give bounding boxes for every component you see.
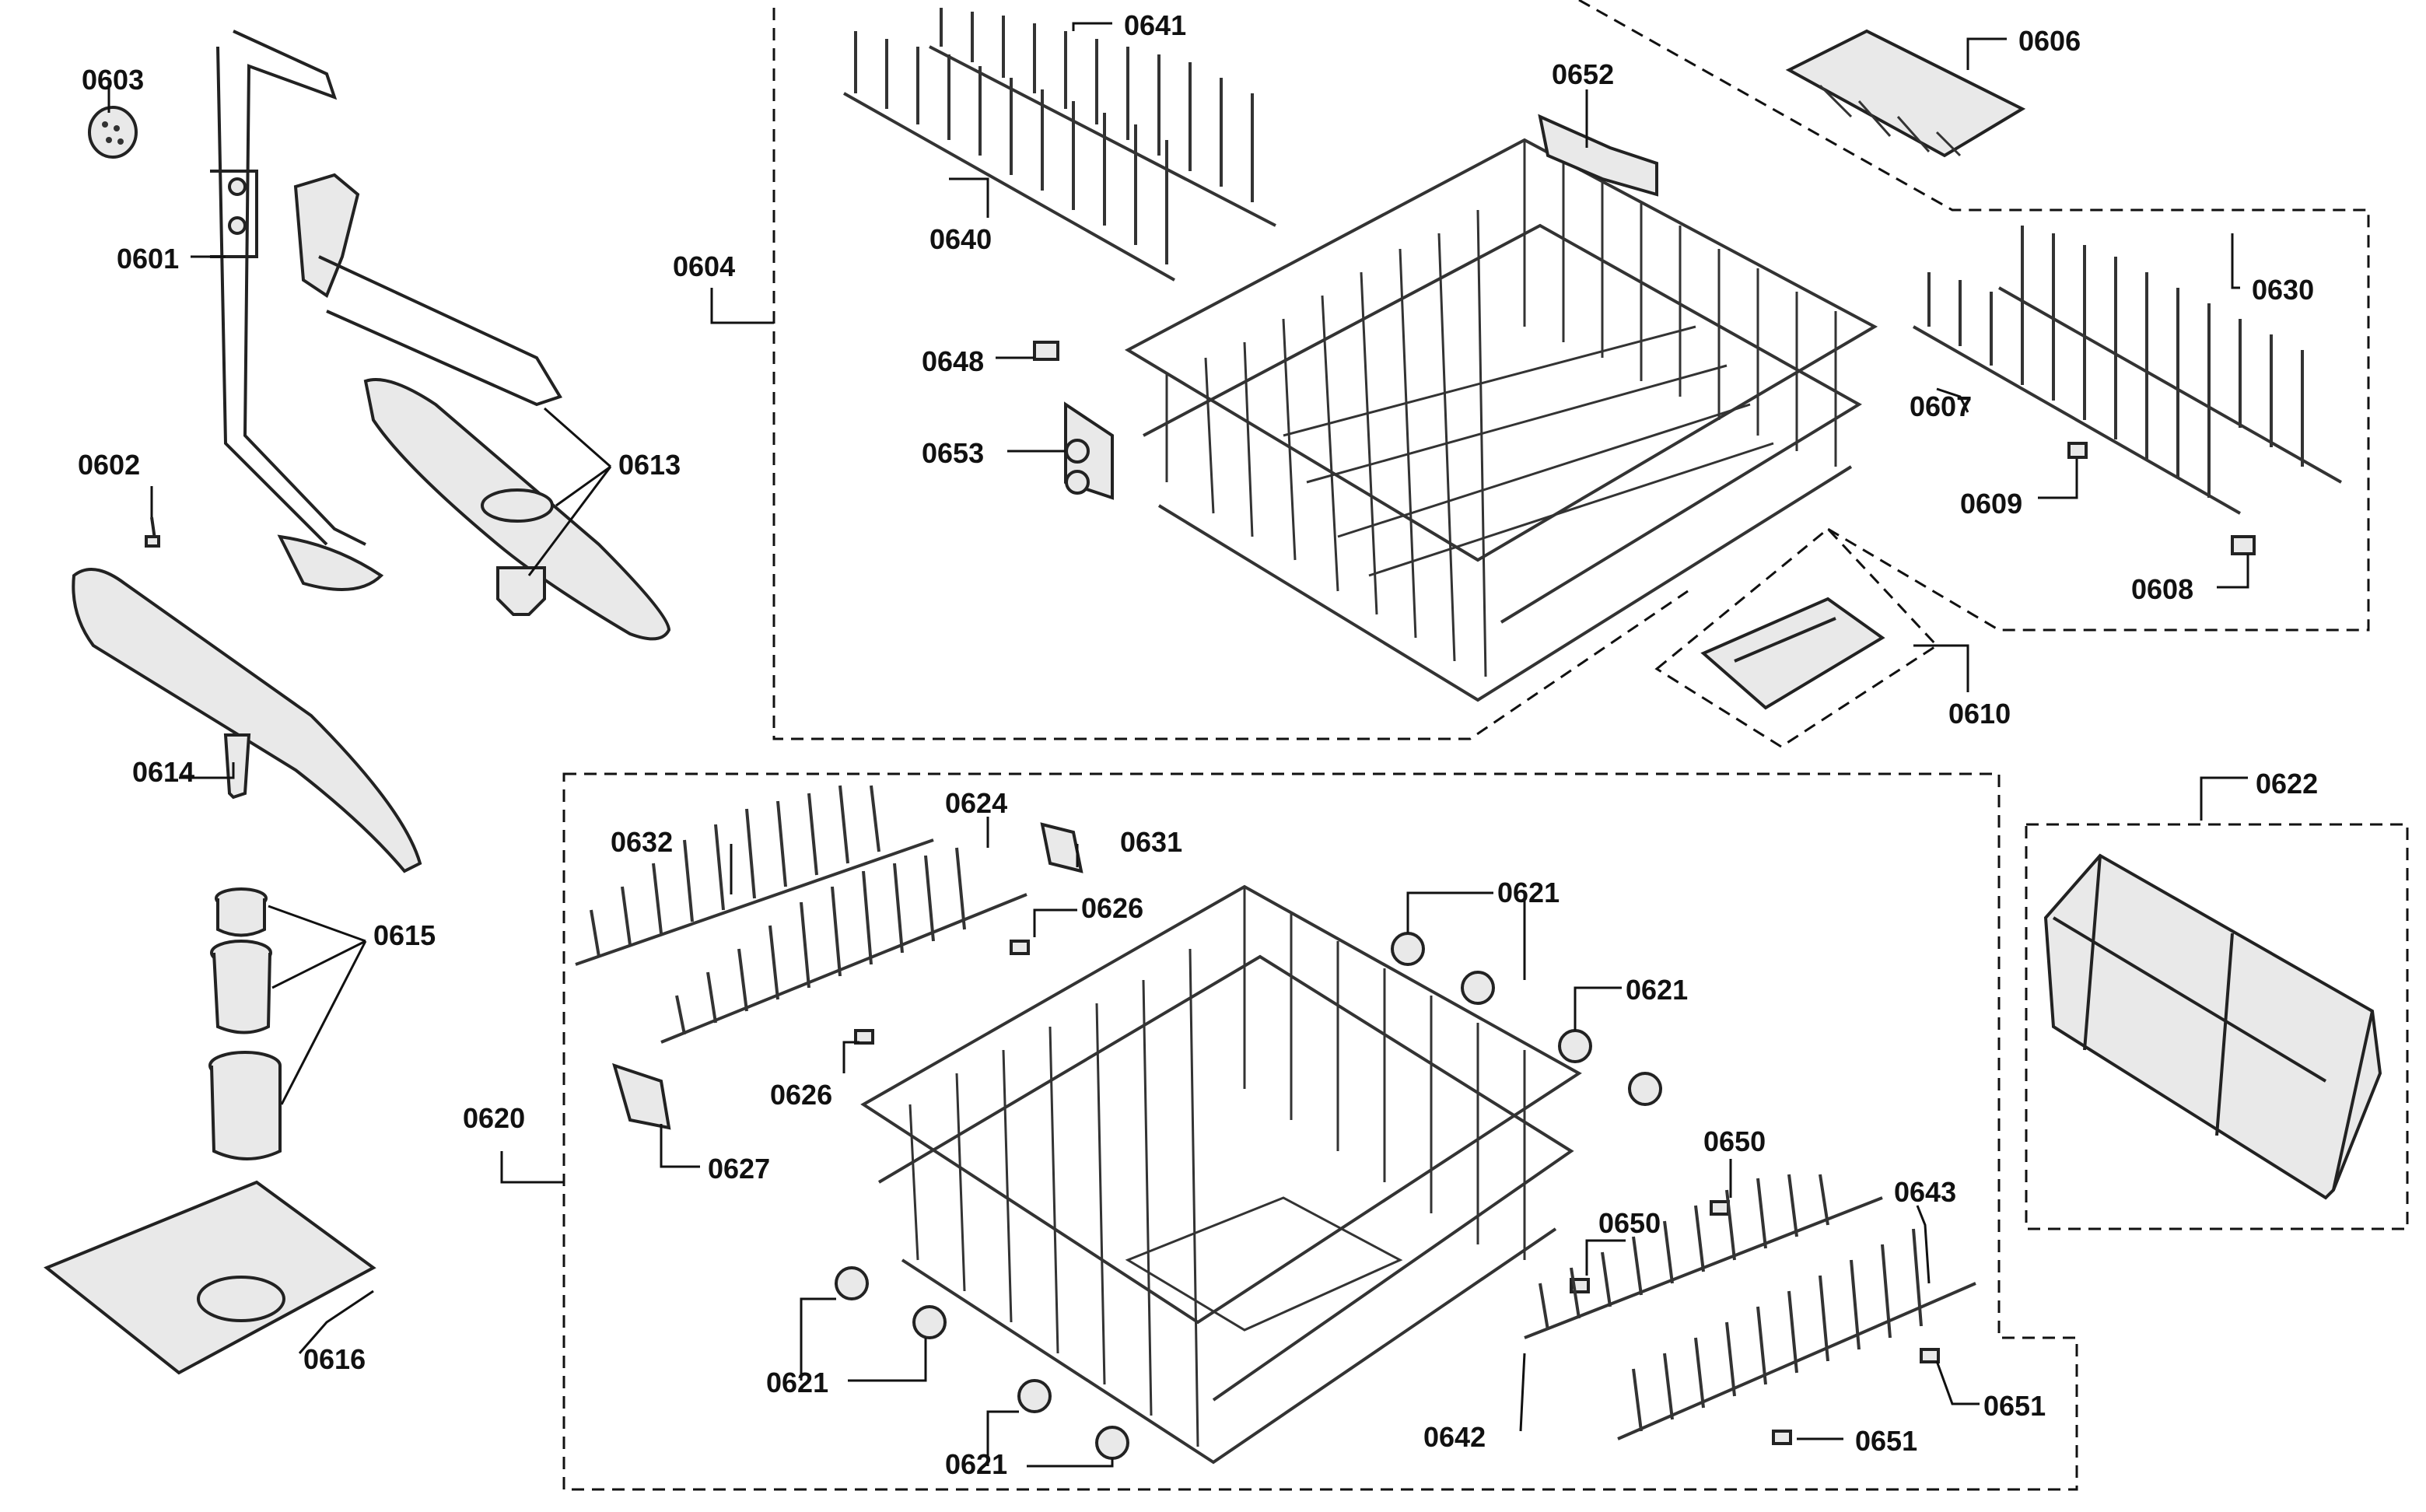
part-0609-clip bbox=[2067, 442, 2088, 459]
group-outline-0622 bbox=[2025, 823, 2409, 1230]
label-0606: 0606 bbox=[2018, 25, 2081, 57]
group-outline-0604 bbox=[772, 0, 2370, 740]
part-0632-tine-row bbox=[575, 785, 934, 966]
label-0632: 0632 bbox=[611, 826, 673, 858]
part-0615-filters bbox=[208, 887, 282, 1160]
label-0610: 0610 bbox=[1948, 698, 2011, 730]
part-0622-silverware-basket bbox=[2043, 853, 2382, 1200]
label-0627: 0627 bbox=[708, 1153, 770, 1185]
label-0641: 0641 bbox=[1124, 9, 1186, 41]
label-0650-a: 0650 bbox=[1703, 1125, 1766, 1157]
label-0604: 0604 bbox=[673, 250, 735, 282]
group-outline-0610 bbox=[1654, 527, 1939, 748]
part-0624-tine-row bbox=[660, 847, 1027, 1044]
label-0624: 0624 bbox=[945, 787, 1007, 819]
label-0621-d: 0621 bbox=[945, 1448, 1007, 1480]
part-0608-clip bbox=[2231, 535, 2256, 555]
label-0614: 0614 bbox=[132, 756, 194, 788]
part-0640-tine-row bbox=[843, 31, 1175, 282]
label-0601: 0601 bbox=[117, 243, 179, 275]
label-0643: 0643 bbox=[1894, 1176, 1956, 1208]
part-0648-clip bbox=[1033, 341, 1059, 361]
part-0631-clip bbox=[1040, 822, 1083, 873]
part-labels: 0603 0601 0602 0604 0641 0640 0648 0653 … bbox=[78, 9, 2318, 1480]
part-0616-base-plate bbox=[44, 1180, 376, 1375]
label-0651-a: 0651 bbox=[1983, 1390, 2046, 1422]
part-0610-handle bbox=[1700, 597, 1885, 710]
part-0626-clip-a bbox=[1010, 940, 1030, 955]
label-0651-b: 0651 bbox=[1855, 1425, 1917, 1457]
label-0631: 0631 bbox=[1120, 826, 1182, 858]
part-0607-tine-row bbox=[1913, 272, 2241, 515]
label-0622: 0622 bbox=[2256, 768, 2318, 800]
label-0613: 0613 bbox=[618, 449, 681, 481]
part-0603-cap bbox=[88, 106, 138, 159]
label-0603: 0603 bbox=[82, 64, 144, 96]
part-0626-clip-b bbox=[854, 1029, 874, 1045]
label-0630: 0630 bbox=[2252, 274, 2314, 306]
label-0626-b: 0626 bbox=[770, 1079, 832, 1111]
part-0621-wheels bbox=[835, 932, 1662, 1460]
part-0652-bracket bbox=[1538, 114, 1658, 197]
label-0650-b: 0650 bbox=[1598, 1207, 1661, 1239]
part-0602-screw bbox=[145, 516, 160, 548]
label-0621-b: 0621 bbox=[1626, 974, 1688, 1006]
part-0606-cup-shelf bbox=[1785, 29, 2026, 158]
label-0642: 0642 bbox=[1423, 1421, 1486, 1453]
label-0626-a: 0626 bbox=[1081, 892, 1143, 924]
part-0601-supply-pipe bbox=[210, 30, 384, 591]
label-0652: 0652 bbox=[1552, 58, 1614, 90]
leader-lines bbox=[107, 22, 2249, 1468]
part-0613-spray-arm-upper bbox=[293, 173, 671, 641]
group-outline-0620 bbox=[562, 772, 2078, 1491]
label-0648: 0648 bbox=[922, 345, 984, 377]
label-0621-c: 0621 bbox=[766, 1367, 828, 1398]
label-0653: 0653 bbox=[922, 437, 984, 469]
label-0621-a: 0621 bbox=[1497, 877, 1560, 908]
label-0616: 0616 bbox=[303, 1343, 366, 1375]
part-0642-tine-row bbox=[1524, 1174, 1883, 1339]
part-0630-tine-row bbox=[1998, 226, 2342, 484]
label-0615: 0615 bbox=[373, 919, 436, 951]
label-0640: 0640 bbox=[929, 223, 992, 255]
part-0614-spray-arm-lower bbox=[72, 568, 422, 873]
label-0620: 0620 bbox=[463, 1102, 525, 1134]
part-0653-adjuster bbox=[1064, 401, 1114, 500]
label-0609: 0609 bbox=[1960, 488, 2022, 520]
part-lower-basket bbox=[860, 884, 1582, 1465]
label-0607: 0607 bbox=[1910, 390, 1972, 422]
part-upper-basket bbox=[1124, 138, 1878, 702]
part-0651-clips bbox=[1772, 1348, 1940, 1445]
part-0627-clip bbox=[612, 1062, 671, 1130]
label-0602: 0602 bbox=[78, 449, 140, 481]
label-0608: 0608 bbox=[2131, 573, 2193, 605]
part-0643-tine-row bbox=[1617, 1228, 1976, 1440]
part-0641-tine-row bbox=[929, 8, 1276, 227]
